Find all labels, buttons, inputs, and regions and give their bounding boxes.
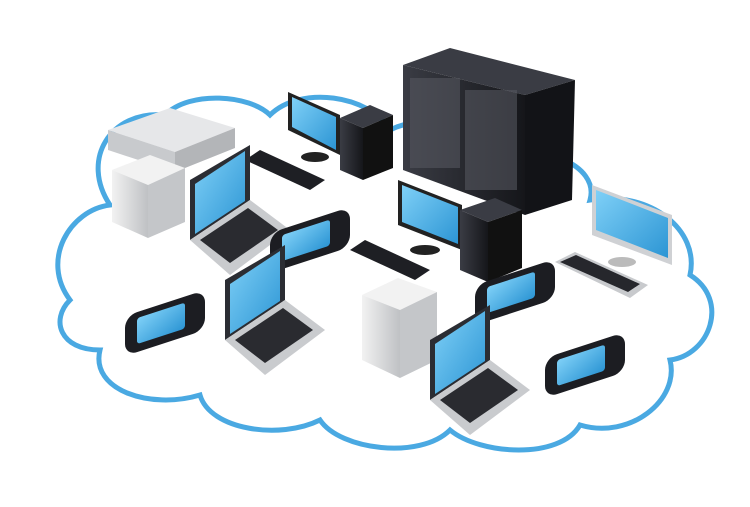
- server-rack-icon: [403, 48, 575, 215]
- tower-pc-icon: [112, 155, 185, 238]
- monitor-icon: [288, 92, 340, 162]
- keyboard-icon: [555, 252, 648, 298]
- tower-pc-icon: [340, 105, 393, 180]
- monitor-icon: [592, 185, 672, 267]
- tower-pc-icon: [460, 198, 522, 282]
- monitor-icon: [398, 180, 462, 255]
- tower-pc-icon: [362, 278, 437, 378]
